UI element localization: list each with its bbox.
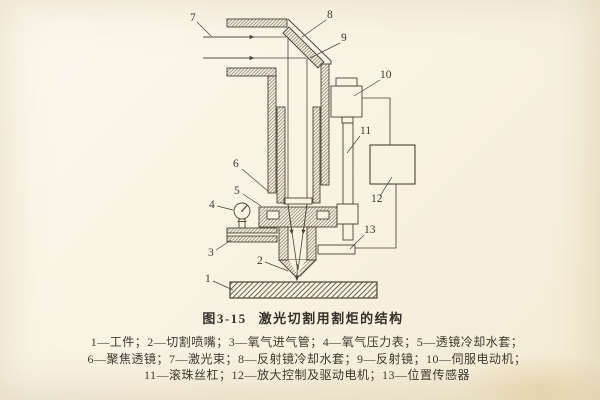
leader-lines bbox=[196, 19, 393, 291]
duct-bottom-wall bbox=[226, 67, 277, 77]
part-label-2: 2 bbox=[257, 255, 263, 267]
part-label-13: 13 bbox=[364, 224, 376, 236]
focusing-lens bbox=[283, 197, 313, 205]
part-label-8: 8 bbox=[327, 9, 333, 21]
torch-elbow-housing bbox=[226, 18, 330, 204]
oxygen-pressure-gauge bbox=[233, 202, 251, 229]
servo-motor bbox=[330, 77, 363, 124]
reflector-mirror bbox=[282, 26, 325, 69]
part-label-5: 5 bbox=[234, 185, 240, 197]
legend-line-3: 11—滚珠丝杠；12—放大控制及驱动电机；13—位置传感器 bbox=[143, 368, 471, 382]
oxygen-inlet-pipe bbox=[226, 227, 278, 243]
control-box bbox=[369, 144, 416, 185]
gauge-needle bbox=[241, 205, 248, 212]
gauge-stem bbox=[238, 218, 246, 229]
figure-caption: 图3-15 激光切割用割炬的结构 bbox=[6, 308, 600, 327]
motor-to-box-wire bbox=[362, 97, 391, 145]
part-label-1: 1 bbox=[205, 273, 211, 285]
beam-arrow bbox=[301, 203, 308, 235]
water-channel-left bbox=[266, 210, 280, 220]
legend-line-1: 1—工件；2—切割喷嘴；3—氧气进气管；4—氧气压力表；5—透镜冷却水套； bbox=[90, 335, 524, 349]
ball-screw bbox=[342, 122, 354, 205]
wiring bbox=[355, 97, 397, 249]
inner-left-wall bbox=[276, 106, 286, 204]
figure-title: 激光切割用割炬的结构 bbox=[258, 311, 404, 326]
figure-legend: 1—工件；2—切割喷嘴；3—氧气进气管；4—氧气压力表；5—透镜冷却水套； 6—… bbox=[14, 334, 600, 384]
part-label-12: 12 bbox=[371, 193, 383, 205]
water-channel-right bbox=[316, 210, 330, 220]
mirror-assembly bbox=[282, 18, 332, 69]
beam-arrow bbox=[294, 263, 300, 282]
part-label-4: 4 bbox=[209, 199, 215, 211]
workpiece bbox=[229, 281, 378, 299]
legend-line-2: 6—聚焦透镜；7—激光束；8—反射镜冷却水套；9—反射镜；10—伺服电动机； bbox=[87, 351, 527, 366]
part-label-6: 6 bbox=[233, 158, 239, 170]
box-to-sensor-wire bbox=[355, 184, 397, 249]
outer-left-wall bbox=[267, 75, 277, 194]
outer-right-wall bbox=[320, 63, 330, 186]
screw-nut-bracket bbox=[336, 203, 359, 241]
part-label-9: 9 bbox=[341, 32, 347, 44]
mirror-cooling-jacket bbox=[287, 18, 332, 65]
inner-right-wall bbox=[312, 106, 321, 204]
part-label-3: 3 bbox=[208, 247, 214, 259]
part-label-7: 7 bbox=[190, 12, 196, 24]
duct-top-wall bbox=[226, 18, 288, 28]
part-label-10: 10 bbox=[380, 69, 392, 81]
position-sensor bbox=[317, 244, 356, 255]
laser-beam-path bbox=[203, 34, 308, 282]
figure-number: 图3-15 bbox=[202, 311, 247, 326]
beam-arrow bbox=[287, 203, 294, 235]
part-label-11: 11 bbox=[360, 125, 372, 137]
lens-cooling-jacket bbox=[258, 206, 338, 228]
